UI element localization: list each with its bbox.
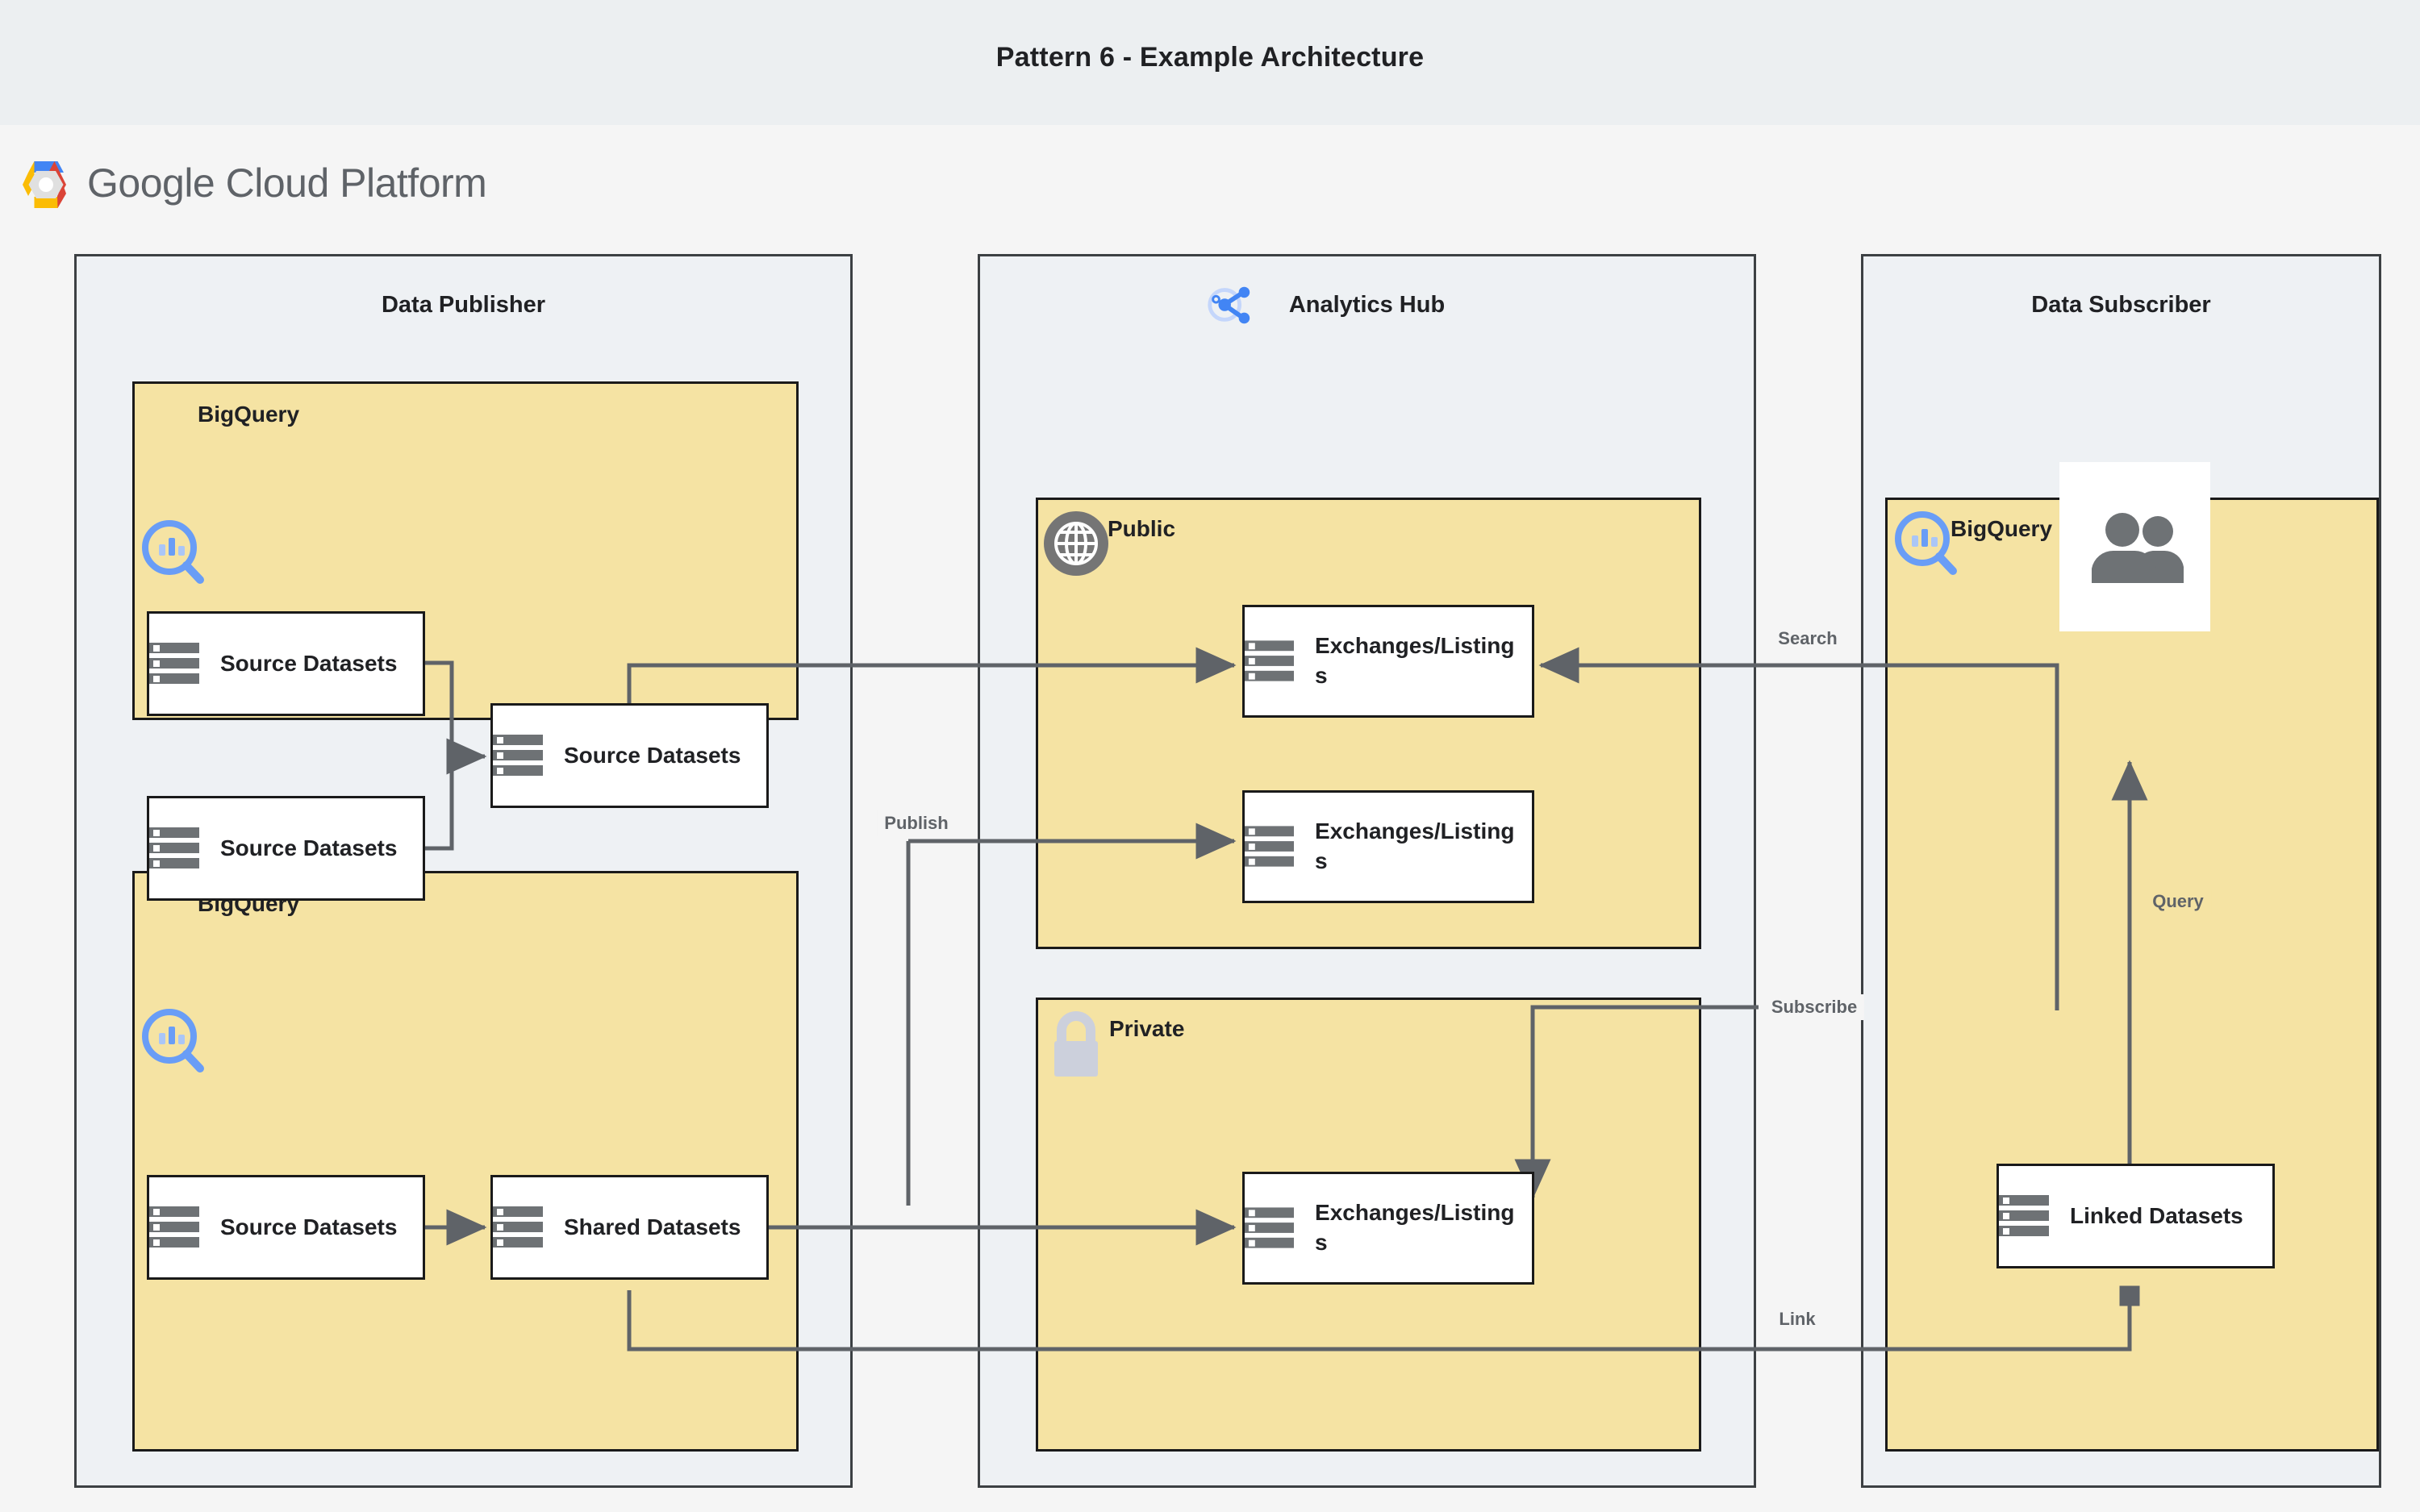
node-label: Source Datasets [220,650,398,676]
node-shared-datasets[interactable]: Shared Datasets [490,1175,769,1280]
users-icon [2091,513,2184,583]
edge-label-link: Link [1771,1306,1823,1332]
dataset-icon [1245,1207,1295,1248]
dataset-icon [493,735,543,776]
bigquery-icon [142,1009,204,1073]
node-label: Exchanges/Listings [1315,1200,1515,1255]
edge-label-query: Query [2145,889,2211,914]
node-source-datasets-1[interactable]: Source Datasets [147,611,425,716]
edge-label-publish: Publish [877,810,956,836]
node-source-datasets-3[interactable]: Source Datasets [147,1175,425,1280]
group-publisher-bigquery-bottom: BigQuery [132,871,799,1452]
dataset-icon [1999,1195,2049,1236]
node-label: Shared Datasets [564,1214,741,1239]
bigquery-icon [142,520,204,584]
node-subscriber-users[interactable] [2059,462,2210,631]
group-label-public: Public [1108,516,1176,541]
edge-label-subscribe: Subscribe [1763,994,1865,1020]
title-bar: Pattern 6 - Example Architecture [0,0,2420,127]
page-title: Pattern 6 - Example Architecture [995,42,1425,73]
edge-label-search: Search [1771,626,1845,652]
node-label: Source Datasets [564,742,741,768]
dataset-icon [1245,826,1295,867]
dataset-icon [493,1206,543,1248]
node-source-datasets-2[interactable]: Source Datasets [147,796,425,901]
group-label-bigquery-3: BigQuery [1951,516,2053,541]
node-public-exchanges-listings-1[interactable]: Exchanges/Listings [1242,605,1534,718]
node-label: Source Datasets [220,835,398,860]
dataset-icon [149,643,199,684]
diagram-canvas: Google Cloud Platform Data Publisher Big… [0,125,2420,1512]
lane-title-analytics-hub: Analytics Hub [1288,292,1446,318]
node-label: Exchanges/Listings [1315,633,1515,688]
globe-icon [1044,511,1108,576]
node-public-exchanges-listings-2[interactable]: Exchanges/Listings [1242,790,1534,903]
node-private-exchanges-listings[interactable]: Exchanges/Listings [1242,1172,1534,1285]
lane-title-data-subscriber: Data Subscriber [2031,292,2211,318]
gcp-wordmark: Google Cloud Platform [87,160,487,206]
lock-icon [1054,1011,1098,1077]
node-linked-datasets[interactable]: Linked Datasets [1996,1164,2275,1268]
gcp-wordmark-text: Google Cloud Platform [87,160,487,206]
group-subscriber-bigquery: BigQuery [1885,498,2379,1452]
dataset-icon [149,827,199,868]
group-label-bigquery: BigQuery [198,402,300,427]
dataset-icon [1245,640,1295,681]
node-label: Linked Datasets [2070,1202,2243,1228]
node-label: Exchanges/Listings [1315,818,1515,873]
analytics-hub-share-icon [1208,286,1250,324]
bigquery-icon [1895,511,1957,575]
gcp-logo: Google Cloud Platform [23,153,487,223]
node-source-datasets-merged[interactable]: Source Datasets [490,703,769,808]
group-label-private: Private [1109,1016,1185,1041]
node-label: Source Datasets [220,1214,398,1239]
lane-title-data-publisher: Data Publisher [381,292,546,318]
dataset-icon [149,1206,199,1248]
gcp-hexagon-logo-icon [23,161,66,208]
